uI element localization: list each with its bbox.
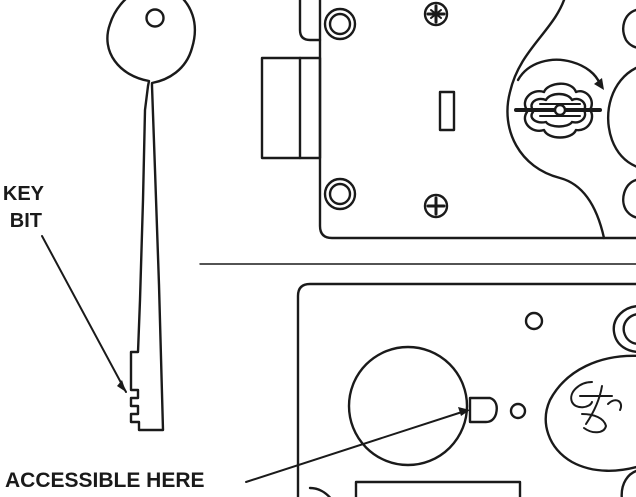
phillips-screw-icon — [423, 193, 449, 219]
phillips-screw-icon — [423, 1, 449, 27]
key-bit-label-line2: BIT — [9, 210, 42, 232]
key-bow-hole — [145, 8, 165, 28]
lock-bolt — [260, 56, 322, 160]
sgc-logo-icon — [570, 381, 622, 434]
key-bit-label-line1: KEY — [2, 183, 44, 205]
key-bit-leader — [41, 235, 127, 393]
accessible-point — [468, 396, 498, 424]
keyhole-rotor — [514, 82, 602, 139]
rotation-arrow — [516, 58, 602, 86]
bottom-lock-body — [296, 282, 636, 497]
accessible-here-label: ACCESSIBLE HERE — [5, 469, 205, 492]
top-lock-body — [260, 0, 636, 240]
accessible-leader — [245, 411, 463, 483]
lock-disc-right — [544, 354, 636, 472]
lock-disc-left — [347, 345, 469, 467]
lock-slot — [438, 90, 456, 132]
key-outline — [106, 0, 197, 432]
key-drawing — [106, 0, 197, 432]
